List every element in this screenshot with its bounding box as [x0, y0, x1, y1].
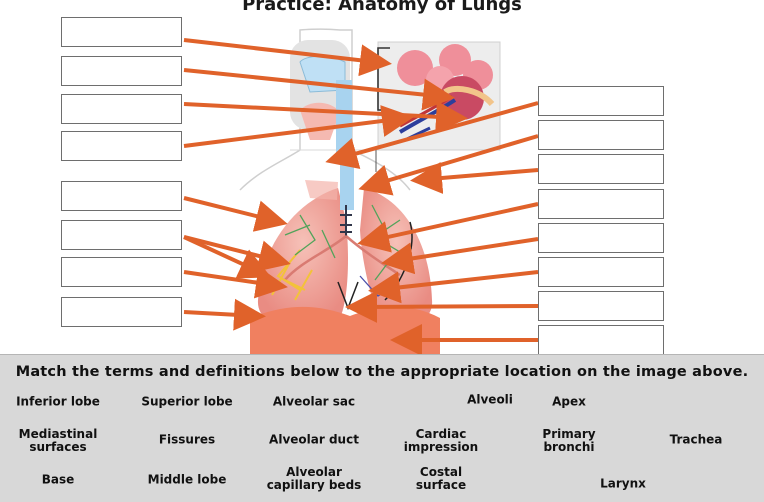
- label-drop-box-left-7[interactable]: [61, 257, 182, 287]
- term-costal-surface[interactable]: Costal surface: [415, 465, 467, 492]
- term-alveolar-capillary-beds[interactable]: Alveolar capillary beds: [266, 465, 362, 492]
- label-drop-box-left-3[interactable]: [61, 94, 182, 124]
- term-alveolar-duct[interactable]: Alveolar duct: [269, 432, 359, 447]
- term-alveolar-sac[interactable]: Alveolar sac: [272, 394, 356, 409]
- label-drop-box-right-1[interactable]: [538, 86, 664, 116]
- instructions-text: Match the terms and definitions below to…: [15, 364, 749, 380]
- label-drop-box-right-6[interactable]: [538, 257, 664, 287]
- label-drop-box-right-3[interactable]: [538, 154, 664, 184]
- term-primary-bronchi[interactable]: Primary bronchi: [542, 427, 596, 454]
- label-drop-box-left-2[interactable]: [61, 56, 182, 86]
- lung-anatomy-diagram: [183, 28, 539, 354]
- label-drop-box-left-5[interactable]: [61, 181, 182, 211]
- label-drop-box-left-6[interactable]: [61, 220, 182, 250]
- term-alveoli[interactable]: Alveoli: [467, 392, 513, 407]
- term-bank: Match the terms and definitions below to…: [0, 354, 764, 502]
- term-larynx[interactable]: Larynx: [600, 476, 646, 491]
- label-drop-box-right-7[interactable]: [538, 291, 664, 321]
- label-drop-box-left-1[interactable]: [61, 17, 182, 47]
- label-drop-box-right-8[interactable]: [538, 325, 664, 355]
- term-trachea[interactable]: Trachea: [669, 432, 723, 447]
- label-drop-box-right-2[interactable]: [538, 120, 664, 150]
- term-apex[interactable]: Apex: [552, 394, 586, 409]
- label-drop-box-left-8[interactable]: [61, 297, 182, 327]
- label-arrows: [183, 38, 539, 354]
- lungs: [250, 150, 440, 354]
- label-drop-box-right-5[interactable]: [538, 223, 664, 253]
- label-drop-box-right-4[interactable]: [538, 189, 664, 219]
- term-mediastinal-surfaces[interactable]: Mediastinal surfaces: [18, 427, 98, 454]
- term-cardiac-impression[interactable]: Cardiac impression: [403, 427, 479, 454]
- label-drop-box-left-4[interactable]: [61, 131, 182, 161]
- term-middle-lobe[interactable]: Middle lobe: [147, 472, 227, 487]
- page-title: Practice: Anatomy of Lungs: [242, 0, 522, 15]
- term-fissures[interactable]: Fissures: [158, 432, 216, 447]
- term-inferior-lobe[interactable]: Inferior lobe: [16, 394, 100, 409]
- term-base[interactable]: Base: [41, 472, 75, 487]
- term-superior-lobe[interactable]: Superior lobe: [141, 394, 233, 409]
